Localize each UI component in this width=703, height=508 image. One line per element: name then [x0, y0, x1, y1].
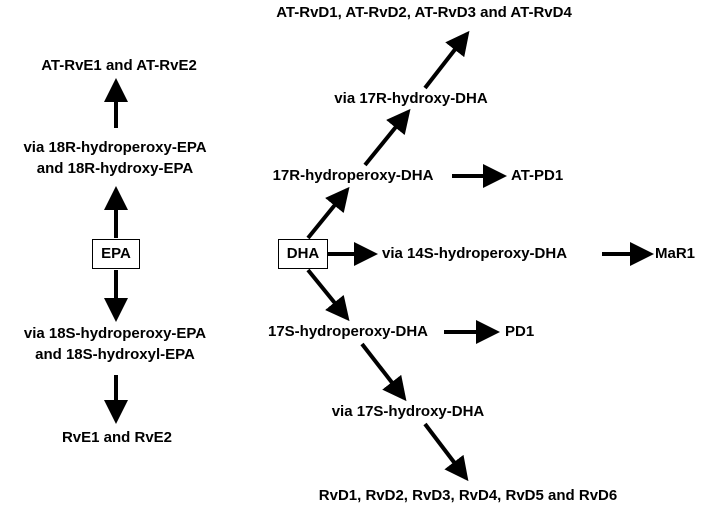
dha-node: DHA [278, 239, 328, 269]
17r-hydroperoxy-label: 17R-hydroperoxy-DHA [272, 167, 434, 184]
epa-18r-intermediate-line1: via 18R-hydroperoxy-EPA [23, 139, 207, 156]
at-rvd-product-label: AT-RvD1, AT-RvD2, AT-RvD3 and AT-RvD4 [276, 4, 572, 21]
epa-18s-intermediate-line2: and 18S-hydroxyl-EPA [35, 346, 195, 363]
arrow-17s-to-via-17s [360, 342, 407, 402]
at-rve-product-label: AT-RvE1 and AT-RvE2 [41, 57, 197, 74]
epa-18r-intermediate-line2: and 18R-hydroxy-EPA [36, 160, 194, 177]
arrow-via-17s-to-rvd [423, 422, 469, 482]
arrow-dha-to-17s [306, 268, 350, 322]
17s-hydroperoxy-label: 17S-hydroperoxy-DHA [267, 323, 429, 340]
arrow-dha-to-17r [306, 186, 350, 240]
pd1-product-label: PD1 [505, 323, 535, 340]
epa-node: EPA [92, 239, 140, 269]
rve-product-label: RvE1 and RvE2 [61, 429, 173, 446]
at-pd1-product-label: AT-PD1 [511, 167, 564, 184]
rvd-product-label: RvD1, RvD2, RvD3, RvD4, RvD5 and RvD6 [318, 487, 618, 504]
mar1-product-label: MaR1 [655, 245, 696, 262]
epa-18s-intermediate-line1: via 18S-hydroperoxy-EPA [23, 325, 207, 342]
arrow-via-17r-to-at-rvd [423, 30, 470, 90]
arrow-17r-to-via-17r [363, 108, 411, 167]
via-17r-hydroxy-label: via 17R-hydroxy-DHA [334, 90, 488, 107]
via-17s-hydroxy-label: via 17S-hydroxy-DHA [331, 403, 485, 420]
via-14s-hydroperoxy-label: via 14S-hydroperoxy-DHA [382, 245, 568, 262]
